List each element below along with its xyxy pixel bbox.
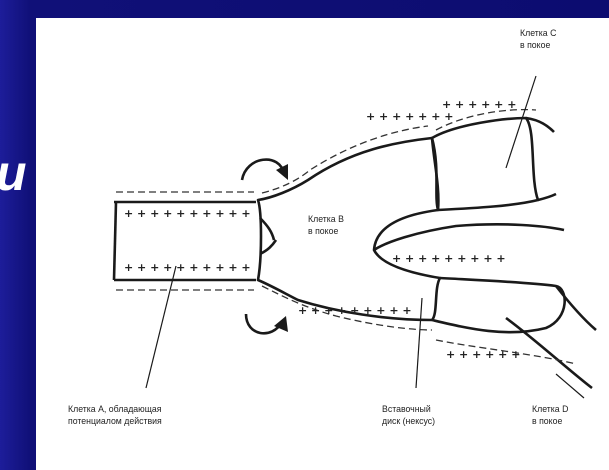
plus-sign: + + + + + + (446, 348, 520, 361)
cell-c-shape (432, 110, 556, 210)
cell-a-label-line2: потенциалом действия (68, 416, 162, 427)
curved-arrow-icon (242, 160, 288, 334)
cell-c-label-line1: Клетка С (520, 28, 556, 39)
cell-b-shape (258, 126, 440, 330)
cell-c-label-line2: в покое (520, 40, 550, 51)
cell-b-label-line2: в покое (308, 226, 338, 237)
cell-a-label-line1: Клетка А, обладающая (68, 404, 161, 415)
plus-sign: + + + + + + + + + + (124, 261, 251, 274)
cell-d-label-line1: Клетка D (532, 404, 568, 415)
plus-sign: + + + + + + + + + (392, 252, 506, 265)
plus-sign: + + + + + + + + + (298, 304, 412, 317)
cell-conduction-diagram: + + + + + + + + + + + + + + + + + + + + … (36, 18, 609, 470)
plus-sign: + + + + + + + (366, 110, 454, 123)
cell-d-label-line2: в покое (532, 416, 562, 427)
partial-heading-letter: и (0, 148, 27, 198)
plus-sign: + + + + + + (442, 98, 516, 111)
plus-sign: + + + + + + + + + + (124, 207, 251, 220)
disc-label-line1: Вставочный (382, 404, 431, 415)
cell-b-label-line1: Клетка В (308, 214, 344, 225)
diagram-panel: + + + + + + + + + + + + + + + + + + + + … (36, 18, 609, 470)
disc-label-line2: диск (нексус) (382, 416, 435, 427)
